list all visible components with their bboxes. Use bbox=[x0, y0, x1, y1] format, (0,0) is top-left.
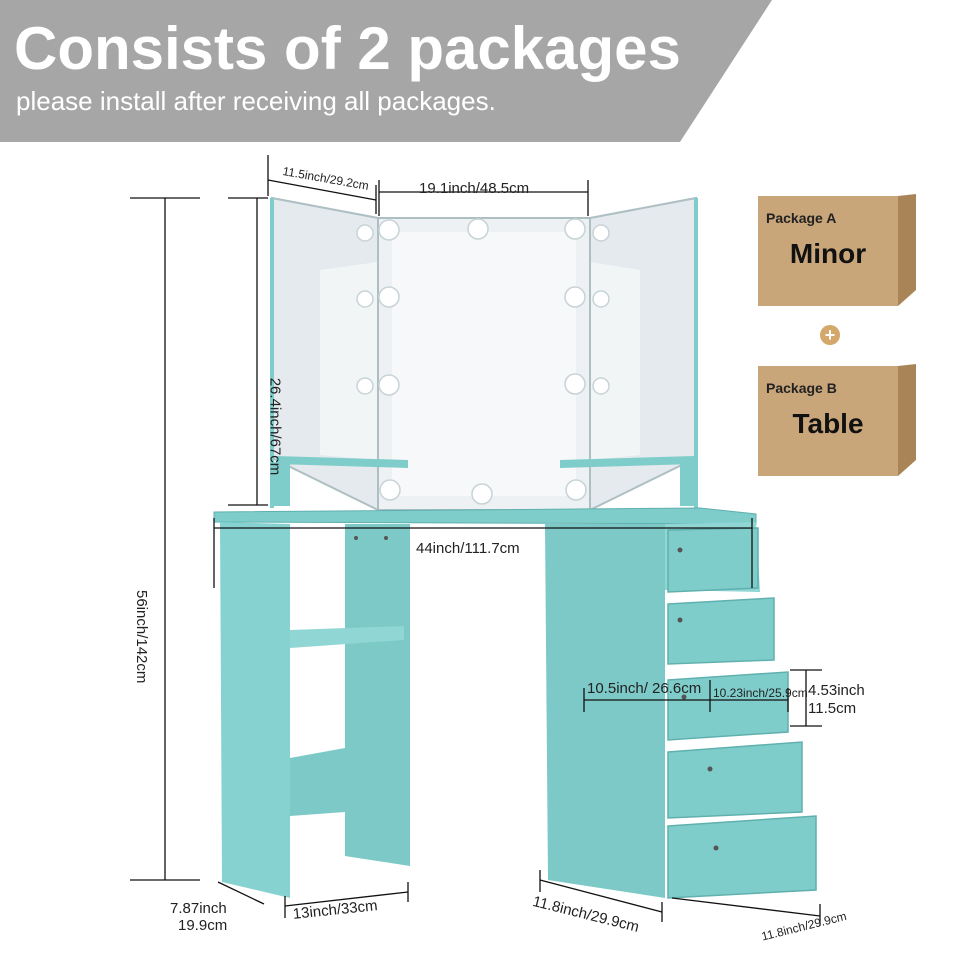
dim-table-width: 44inch/111.7cm bbox=[416, 540, 520, 557]
dimension-lines bbox=[130, 155, 822, 926]
dim-total-height: 56inch/142cm bbox=[133, 590, 150, 684]
dim-drawer-height-cm: 11.5cm bbox=[808, 700, 857, 717]
package-b-label: Package B bbox=[766, 380, 837, 396]
dim-left-leg-depth-cm: 19.9cm bbox=[178, 917, 228, 934]
banner-title: Consists of 2 packages bbox=[14, 15, 681, 82]
header-banner: Consists of 2 packages please install af… bbox=[0, 0, 960, 142]
banner-shape bbox=[0, 0, 772, 142]
package-b-name: Table bbox=[792, 408, 864, 439]
dim-left-leg-depth-in: 7.87inch bbox=[170, 900, 227, 917]
vanity-table bbox=[213, 507, 817, 899]
package-a-label: Package A bbox=[766, 210, 837, 226]
dim-drawer-height-in: 4.53inch bbox=[808, 682, 865, 699]
banner-subtitle: please install after receiving all packa… bbox=[16, 86, 496, 116]
dim-drawer-width-outer: 10.5inch/ 26.6cm bbox=[587, 680, 702, 697]
dim-mirror-height: 26.4inch/67cm bbox=[266, 377, 284, 476]
package-box-a: Package A Minor bbox=[758, 194, 918, 309]
plus-icon: + bbox=[820, 325, 840, 345]
cardboard-box-icon bbox=[758, 364, 916, 476]
cardboard-box-icon bbox=[758, 194, 916, 306]
package-box-b: Package B Table bbox=[758, 364, 918, 479]
mirror-assembly bbox=[270, 196, 698, 512]
dim-drawer-width-inner: 10.23inch/25.9cm bbox=[713, 686, 808, 700]
package-a-name: Minor bbox=[789, 238, 867, 269]
dim-mirror-center-width: 19.1inch/48.5cm bbox=[419, 180, 530, 197]
